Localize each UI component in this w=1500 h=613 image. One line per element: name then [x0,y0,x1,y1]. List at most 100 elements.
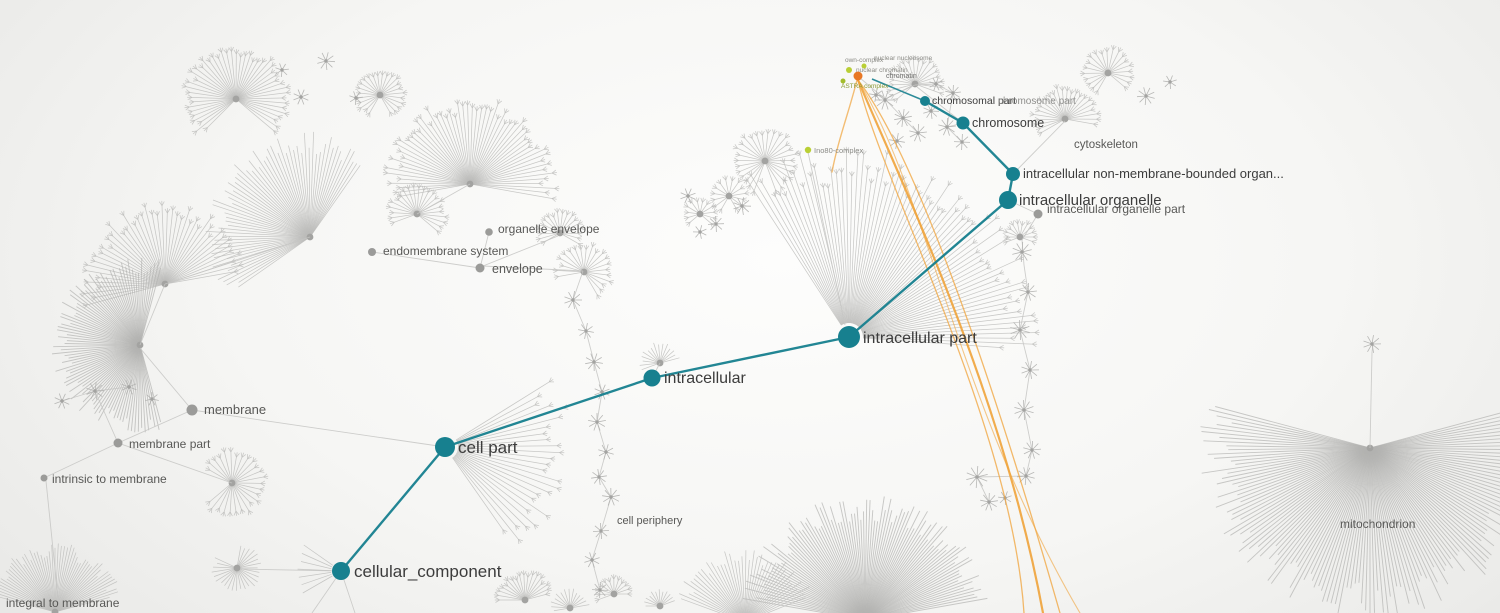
term-label: cell periphery [617,515,683,527]
term-label: mitochondrion [1340,517,1415,531]
term-label: integral to membrane [6,596,120,610]
asterisk-node [1012,241,1032,263]
gray-fan [1079,45,1135,96]
asterisk-node [584,552,600,568]
highlight-edge [961,121,1015,176]
highlight-node-lime[interactable] [804,146,812,154]
node-label-cellular_component[interactable]: cellular_component [354,562,502,581]
asterisk-node [349,91,363,106]
orange-edges [831,78,1081,613]
gray-fan [535,207,586,248]
asterisk-node [588,413,606,431]
asterisk-node [680,188,696,204]
highlight-edge [923,99,965,125]
fan-center-node [233,564,241,572]
node-intracellular[interactable] [643,369,661,387]
highlight-edge [443,376,654,449]
node-cell_part[interactable] [435,437,455,457]
node-intracellular_organelle[interactable] [999,191,1017,209]
highlight-edges [339,78,1015,573]
gray-fan [493,570,552,604]
asterisk-node [602,487,620,506]
gray-fan [742,496,988,613]
node-label-chromosomal_part[interactable]: chromosomal part [932,95,1016,107]
fan-center-node [376,91,384,99]
asterisk-node [1010,319,1030,341]
node-label-intracellular_nmb_organelle[interactable]: intracellular non-membrane-bounded organ… [1023,166,1284,181]
asterisk-node [585,353,603,372]
highlight-edge [847,198,1010,339]
gray-fan [1200,406,1500,613]
node-label-intracellular_organelle[interactable]: intracellular organelle [1019,192,1162,209]
node-organelle-envelope[interactable] [485,228,493,236]
asterisk-node [591,469,607,485]
asterisk-node [1163,75,1177,90]
gray-fan [1029,84,1102,137]
asterisk-clusters [54,52,1382,599]
fan-center-node [725,192,733,200]
gray-structures [0,45,1500,613]
tiny-term-label: ASTRA complex [841,83,889,90]
node-label-intracellular[interactable]: intracellular [664,370,746,387]
node-chromosome[interactable] [956,116,970,130]
orange-edge [831,79,858,173]
asterisk-node [591,581,609,599]
term-label: intrinsic to membrane [52,472,167,486]
fan-center-node [232,95,240,103]
gray-fan [354,70,408,118]
node-label-chromosome[interactable]: chromosome [972,116,1044,130]
tiny-term-label: chromatin [886,73,917,80]
node-label-intracellular_part[interactable]: intracellular part [863,330,977,347]
node-chromosomal_part[interactable] [920,96,930,106]
highlight-node-lime[interactable] [846,67,852,73]
term-label: envelope [492,262,543,276]
gray-fan [205,131,361,288]
gray-fan [710,175,750,214]
node-membrane-part[interactable] [113,438,123,448]
fan-center-node [761,157,769,165]
fan-center-node [656,602,664,610]
node-endomembrane-system[interactable] [368,248,376,256]
node-intracellular_part[interactable] [838,326,860,348]
term-label: endomembrane system [383,244,508,258]
highlight-edge [650,335,851,380]
node-cellular_component[interactable] [332,562,350,580]
gray-fan [211,545,261,591]
gray-fan [441,377,569,545]
node-intrinsic-to-membrane[interactable] [40,474,48,482]
gray-fan [1002,219,1038,246]
node-label-cell_part[interactable]: cell part [458,438,518,457]
highlight-node-lime[interactable] [861,63,867,69]
highlight-node-lime[interactable] [840,78,846,84]
asterisk-node [938,117,956,136]
tiny-term-label: own-complex [845,57,884,64]
asterisk-node [1019,282,1037,301]
tiny-term-label: Ino80-complex [814,146,863,155]
selected-node-orange[interactable] [853,71,863,81]
asterisk-node [317,52,336,71]
node-membrane[interactable] [186,404,198,416]
node-intracellular-organelle-part[interactable] [1033,209,1043,219]
tiny-term-label: nuclear nucleosome [874,55,933,62]
fan-center-node [51,608,59,613]
node-intracellular_nmb_organelle[interactable] [1006,167,1020,181]
gray-fan [550,588,590,612]
asterisk-node [1136,87,1155,106]
asterisk-node [707,215,725,233]
asterisk-node [54,393,70,409]
asterisk-node [923,103,940,119]
asterisk-node [86,382,105,400]
asterisk-node [953,133,971,151]
orange-edge [857,79,1081,613]
gray-fan [51,257,162,433]
node-envelope[interactable] [475,263,485,273]
fan-center-node [566,604,574,612]
term-label: membrane [204,402,266,417]
fan-center-node [1016,233,1024,241]
fan-center-node [521,596,529,604]
highlight-edge [871,78,926,102]
term-label: chromosome part [998,96,1076,107]
